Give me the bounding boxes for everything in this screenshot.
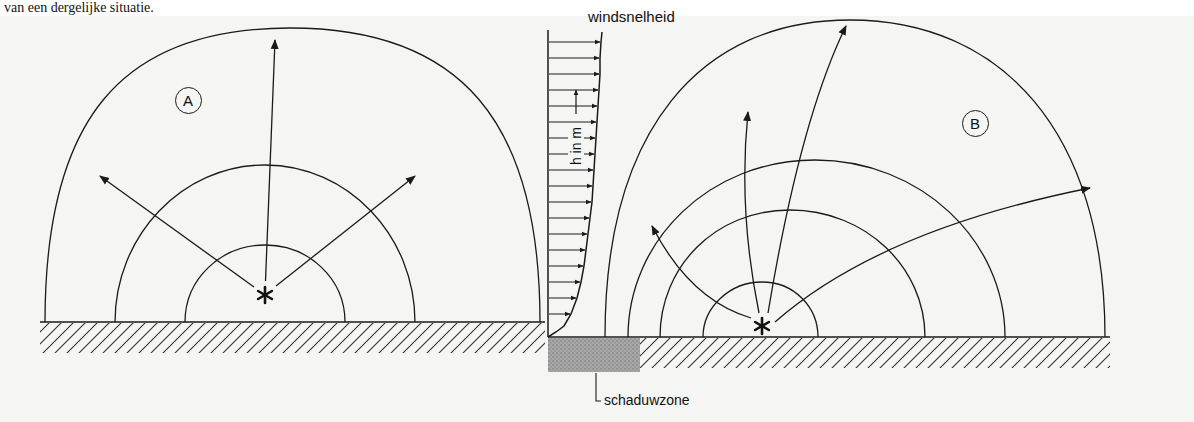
wavefront [45, 28, 540, 322]
ground-hatch [40, 323, 545, 353]
axis-title: windsnelheid [588, 8, 675, 25]
label-text: van een dergelijke situatie. [4, 0, 154, 15]
wavefront [703, 282, 818, 337]
wavefront [628, 160, 1005, 337]
ground-hatch [640, 338, 1110, 368]
source-star [755, 318, 769, 334]
height-axis [547, 30, 549, 337]
sound-ray [266, 40, 276, 281]
sound-ray [775, 188, 1090, 322]
leader-line [596, 373, 601, 401]
wavefront [185, 245, 345, 322]
sound-ray [100, 176, 254, 287]
label-text: schaduwzone [604, 392, 690, 408]
wind-arrows [549, 42, 600, 314]
sound-ray [768, 26, 846, 313]
sound-ray [652, 226, 751, 318]
wavefronts-a [45, 28, 540, 322]
circle-letter: B [970, 116, 980, 131]
sound-rays-b [652, 26, 1090, 322]
ground-line [40, 321, 545, 323]
wavefronts-b [605, 20, 1105, 337]
zone-label: schaduwzone [604, 392, 690, 408]
label-text: windsnelheid [588, 8, 675, 25]
sound-ray [276, 176, 415, 286]
wavefront [605, 20, 1105, 337]
source-star [258, 287, 272, 303]
ground-line [548, 336, 1110, 338]
label-circle: B [962, 110, 989, 137]
shadow-zone [548, 338, 640, 372]
wind-profile [548, 32, 602, 337]
sound-rays-a [100, 40, 415, 287]
axis-label: h in m [568, 125, 584, 167]
label-text: h in m [568, 127, 584, 165]
circle-letter: A [183, 93, 193, 108]
wavefront [115, 165, 415, 322]
page-text: van een dergelijke situatie. [4, 0, 154, 16]
height-arrow [575, 90, 576, 114]
wavefront [660, 210, 925, 337]
sound-ray [745, 112, 759, 313]
label-circle: A [175, 87, 202, 114]
